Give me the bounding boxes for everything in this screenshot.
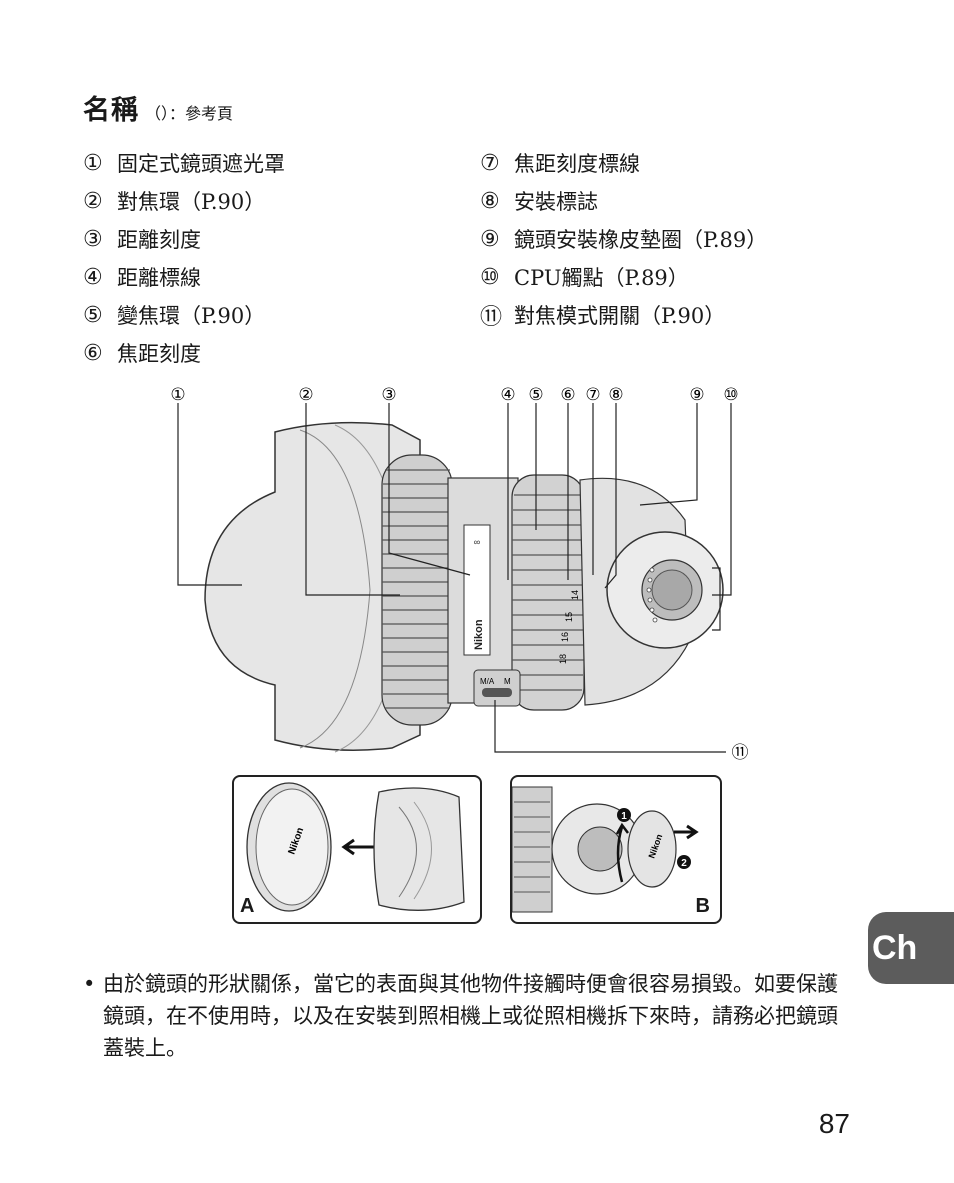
- item-number: ⑩: [480, 264, 500, 290]
- callout-1: ①: [170, 385, 185, 405]
- item-number: ②: [83, 188, 103, 214]
- focus-ring: [381, 454, 453, 726]
- list-item: ④ 距離標線: [83, 258, 285, 296]
- inset-b-illustration: 1 Nikon 2: [512, 786, 699, 913]
- item-number: ⑥: [83, 340, 103, 366]
- bullet-icon: •: [83, 972, 96, 996]
- rear-cap: [627, 810, 677, 888]
- item-label: 距離刻度: [117, 228, 201, 252]
- lens-brand: Nikon: [473, 619, 485, 650]
- list-item: ⑨ 鏡頭安裝橡皮墊圈（P.89）: [480, 220, 767, 258]
- title-note: （）：參考頁: [145, 104, 234, 123]
- callout-6: ⑥: [560, 385, 575, 405]
- item-label: 變焦環（P.90）: [117, 304, 266, 328]
- item-number: ⑪: [480, 305, 503, 330]
- page-number: 87: [818, 1108, 850, 1139]
- parts-list-left: ① 固定式鏡頭遮光罩 ② 對焦環（P.90） ③ 距離刻度 ④ 距離標線 ⑤ 變焦環（P.…: [83, 144, 285, 372]
- switch-label-m: M: [504, 677, 511, 686]
- list-item: ⑥ 焦距刻度: [83, 334, 285, 372]
- item-number: ⑨: [480, 226, 500, 252]
- callout-11: ⑪: [732, 743, 749, 763]
- item-label: 對焦環（P.90）: [117, 190, 266, 214]
- focal-tick-14: 14: [570, 590, 580, 600]
- list-item: ⑤ 變焦環（P.90）: [83, 296, 285, 334]
- item-label: 焦距刻度: [117, 342, 201, 366]
- item-label: 對焦模式開關（P.90）: [514, 304, 726, 328]
- callout-10: ⑩: [723, 385, 738, 405]
- list-item: ⑧ 安裝標誌: [480, 182, 767, 220]
- item-label: 距離標線: [117, 266, 201, 290]
- focal-tick-15: 15: [564, 612, 574, 622]
- arrow-left-icon: [341, 838, 374, 856]
- callout-2: ②: [298, 385, 313, 405]
- list-item: ⑩ CPU觸點（P.89）: [480, 258, 767, 296]
- inset-letter-a: A: [240, 895, 255, 917]
- item-number: ⑦: [480, 150, 500, 176]
- focal-tick-16: 16: [560, 632, 570, 642]
- chapter-tab: Ch: [868, 912, 954, 984]
- parts-list-right: ⑦ 焦距刻度標線 ⑧ 安裝標誌 ⑨ 鏡頭安裝橡皮墊圈（P.89） ⑩ CPU觸點（P.8…: [480, 144, 767, 334]
- lens-hood: [204, 421, 421, 751]
- item-number: ④: [83, 264, 103, 290]
- lens-barrel: [447, 477, 519, 704]
- item-label: 安裝標誌: [514, 190, 598, 214]
- callout-3: ③: [381, 385, 396, 405]
- item-number: ①: [83, 150, 103, 176]
- inset-a: Nikon A: [232, 775, 482, 924]
- focal-tick-18: 18: [558, 654, 568, 664]
- item-label: 固定式鏡頭遮光罩: [117, 152, 285, 176]
- step-1-badge: [617, 808, 631, 822]
- hood-shape: [373, 787, 465, 911]
- callout-5: ⑤: [528, 385, 543, 405]
- list-item: ① 固定式鏡頭遮光罩: [83, 144, 285, 182]
- distance-window: [463, 524, 491, 656]
- svg-text:∞: ∞: [474, 537, 480, 547]
- list-item: ③ 距離刻度: [83, 220, 285, 258]
- item-number: ⑧: [480, 188, 500, 214]
- inset-a-illustration: Nikon: [246, 782, 465, 912]
- title-text: 名稱: [83, 95, 139, 126]
- list-item: ② 對焦環（P.90）: [83, 182, 285, 220]
- item-number: ③: [83, 226, 103, 252]
- arrow-right-icon: [674, 824, 699, 840]
- item-label: 鏡頭安裝橡皮墊圈（P.89）: [514, 228, 768, 252]
- step-2-badge: [677, 855, 691, 869]
- rotate-arrow-icon: [615, 822, 629, 883]
- step-2-number: 2: [681, 858, 687, 869]
- item-label: 焦距刻度標線: [514, 152, 640, 176]
- list-item: ⑪ 對焦模式開關（P.90）: [480, 296, 767, 334]
- note-text: 由於鏡頭的形狀關係，當它的表面與其他物件接觸時便會很容易損毀。如要保護鏡頭，在不…: [103, 972, 838, 1060]
- item-label: CPU觸點（P.89）: [514, 266, 689, 290]
- callout-4: ④: [500, 385, 515, 405]
- page-title: 名稱 （）：參考頁: [83, 88, 233, 127]
- list-item: ⑦ 焦距刻度標線: [480, 144, 767, 182]
- inset-letter-b: B: [695, 895, 710, 917]
- callout-9: ⑨: [689, 385, 704, 405]
- step-1-number: 1: [621, 811, 627, 822]
- item-number: ⑤: [83, 302, 103, 328]
- switch-label-ma: M/A: [480, 677, 495, 686]
- caution-note: • 由於鏡頭的形狀關係，當它的表面與其他物件接觸時便會很容易損毀。如要保護鏡頭，…: [83, 968, 853, 1064]
- lens-diagram: ∞ Nikon 14 15 16 18 M/A M: [170, 385, 749, 763]
- callout-7: ⑦: [585, 385, 600, 405]
- callout-8: ⑧: [608, 385, 623, 405]
- inset-b: 1 Nikon 2 B: [510, 775, 722, 924]
